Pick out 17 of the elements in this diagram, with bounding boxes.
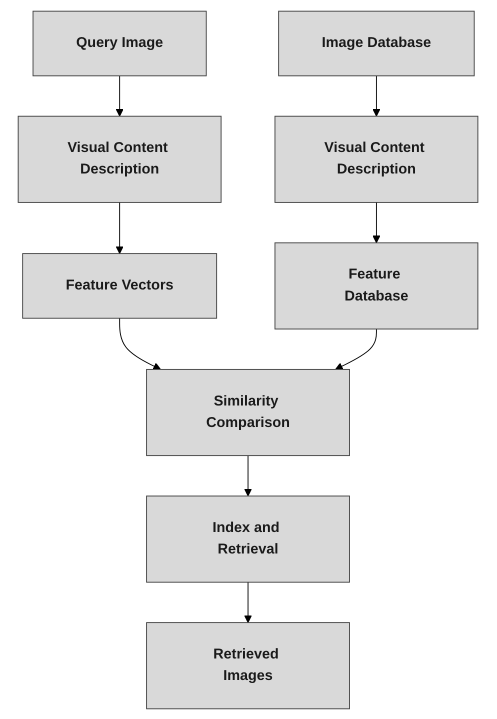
- arrow: [372, 201, 381, 243]
- node-box: Image Database: [278, 10, 476, 76]
- node-box: Feature Database: [274, 242, 479, 329]
- node-box: Visual Content Description: [274, 115, 479, 202]
- arrow: [116, 201, 124, 254]
- arrow: [116, 74, 124, 116]
- arrow: [120, 317, 162, 370]
- node-box: Visual Content Description: [18, 115, 222, 202]
- node-box: Query Image: [33, 10, 208, 76]
- node-box: Similarity Comparison: [146, 368, 350, 456]
- node-box: Retrieved Images: [146, 622, 350, 709]
- arrow: [244, 454, 252, 496]
- arrow: [372, 74, 381, 116]
- arrow: [336, 328, 378, 370]
- node-box: Feature Vectors: [22, 252, 218, 318]
- arrow: [244, 581, 252, 622]
- node-box: Index and Retrieval: [146, 495, 350, 582]
